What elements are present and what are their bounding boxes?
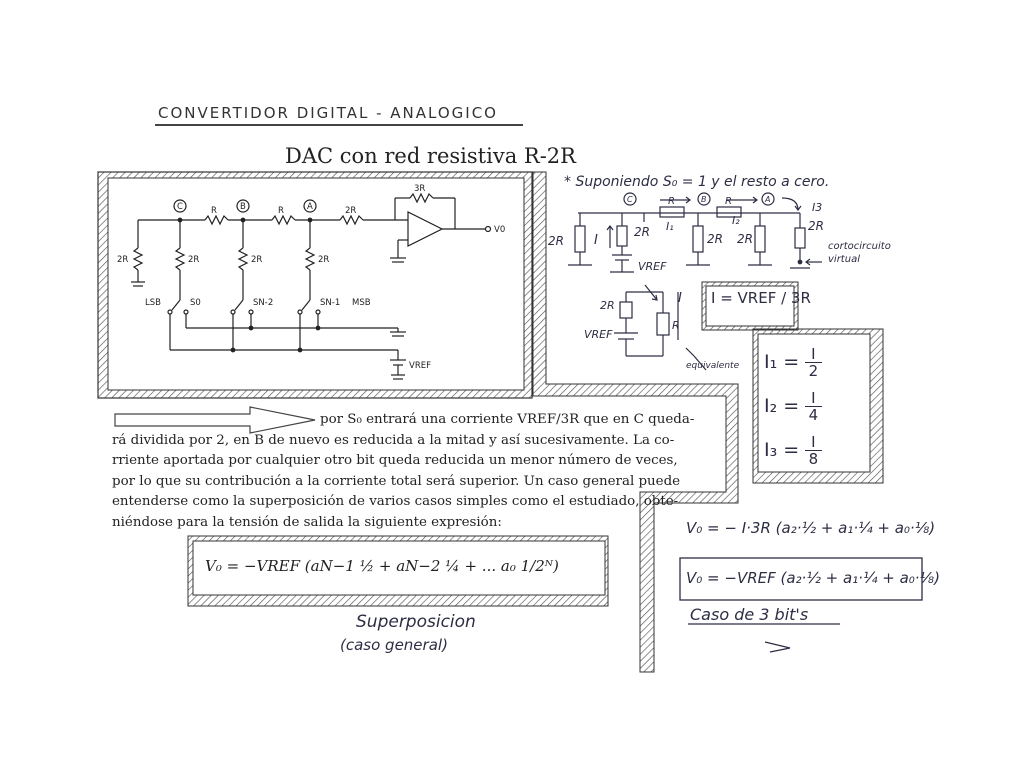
rc-node-a: A: [764, 195, 770, 204]
general-caption-2: (caso general): [340, 636, 448, 654]
rc-2r-left: 2R: [548, 234, 564, 248]
three-bit-formula-1: V₀ = − I·3R (a₂·½ + a₁·¼ + a₀·⅛): [686, 519, 936, 537]
rc-i3: I3: [812, 201, 822, 214]
current-den: 8: [808, 449, 819, 468]
eq-label: equivalente: [686, 361, 740, 371]
current-row: I₂ = I 4: [764, 384, 868, 428]
right-circuit: [568, 192, 822, 273]
lsb-label: LSB: [145, 298, 161, 308]
node-b-label: B: [240, 202, 246, 212]
left-circuit: [131, 192, 492, 380]
paragraph-line: rá dividida por 2, en B de nuevo es redu…: [112, 432, 675, 448]
rc-vref: VREF: [638, 260, 667, 273]
three-bit-formula-2: V₀ = −VREF (a₂·½ + a₁·¼ + a₀·⅛): [686, 569, 940, 587]
switch-s0-label: S0: [190, 298, 201, 308]
node-c-label: C: [177, 202, 183, 212]
general-formula-box: [187, 535, 609, 607]
rc-cc-label2: virtual: [828, 254, 860, 265]
assumption-note: * Suponiendo S₀ = 1 y el resto a cero.: [564, 174, 829, 190]
resistor-r1-label: R: [211, 206, 217, 216]
rc-cc-label: cortocircuito: [828, 241, 891, 252]
currents-list: I₁ = I 2 I₂ = I 4 I₃ = I 8: [764, 340, 868, 472]
right-circuit-labels: * Suponiendo S₀ = 1 y el resto a cero. C…: [548, 174, 891, 273]
switch-sn1-label: SN-1: [320, 298, 340, 308]
current-num: I: [805, 434, 822, 451]
resistor-2r-b-label: 2R: [251, 255, 262, 265]
paragraph-line: por lo que su contribución a la corrient…: [112, 473, 681, 489]
paragraph-line: rriente aportada por cualquier otro bit …: [112, 453, 678, 469]
heading-underline: [155, 124, 523, 126]
rc-i1: I₁: [666, 220, 674, 233]
rc-2r-a: 2R: [808, 219, 824, 233]
hatched-divider: [532, 171, 739, 673]
current-lhs: I₁: [764, 351, 778, 373]
paragraph-line: por S₀ entrará una corriente VREF/3R que…: [320, 412, 695, 427]
v0-label: V0: [494, 225, 505, 235]
rc-2r-b: 2R: [707, 232, 723, 246]
current-formula: I = VREF / 3R: [711, 289, 811, 307]
current-num: I: [805, 346, 822, 363]
eq-r: R: [672, 319, 680, 332]
rc-r2: R: [725, 196, 732, 207]
resistor-2r-a-label: 2R: [318, 255, 329, 265]
msb-label: MSB: [352, 298, 371, 308]
left-circuit-labels: C B A R R 2R 3R 2R 2R 2R 2R LSB S0 SN-2 …: [117, 184, 505, 371]
resistor-2r-series-label: 2R: [345, 206, 356, 216]
general-caption-1: Superposicion: [356, 612, 476, 632]
current-num: I: [805, 390, 822, 407]
current-den: 2: [808, 361, 819, 380]
current-formula-box: [701, 281, 799, 331]
current-row: I₁ = I 2: [764, 340, 868, 384]
rc-node-c: C: [627, 195, 633, 204]
three-bit-formula-box: [679, 557, 923, 653]
paragraph-line: entenderse como la superposición de vari…: [112, 494, 679, 510]
rc-r1: R: [668, 196, 675, 207]
equivalent-labels: 2R R VREF I equivalente: [584, 291, 740, 371]
equivalent-circuit: [614, 284, 707, 371]
rc-2r-b2: 2R: [737, 232, 753, 246]
rc-node-b: B: [701, 195, 707, 204]
explanation-paragraph: por S₀ entrará una corriente VREF/3R que…: [112, 410, 724, 534]
vref-label: VREF: [409, 361, 431, 371]
current-row: I₃ = I 8: [764, 428, 868, 472]
rc-i2: I₂: [732, 214, 740, 227]
currents-box: [752, 328, 884, 484]
three-bit-caption: Caso de 3 bit's: [690, 605, 809, 624]
rc-i: I: [594, 233, 598, 248]
current-den: 4: [808, 405, 819, 424]
left-circuit-frame: [97, 171, 533, 399]
eq-i: I: [678, 291, 682, 306]
eq-2r: 2R: [600, 299, 615, 312]
resistor-2r-c-label: 2R: [188, 255, 199, 265]
switch-sn2-label: SN-2: [253, 298, 273, 308]
resistor-3r-label: 3R: [414, 184, 425, 194]
printed-title: DAC con red resistiva R-2R: [285, 144, 576, 168]
eq-vref: VREF: [584, 328, 613, 341]
resistor-2r-left-label: 2R: [117, 255, 128, 265]
node-a-label: A: [307, 202, 313, 212]
big-arrow-icon: [114, 406, 316, 434]
handwritten-heading: CONVERTIDOR DIGITAL - ANALOGICO: [158, 104, 498, 122]
paragraph-line: niéndose para la tensión de salida la si…: [112, 514, 502, 530]
current-lhs: I₃: [764, 439, 778, 461]
current-lhs: I₂: [764, 395, 778, 417]
general-formula: V₀ = −VREF (aN−1 ½ + aN−2 ¼ + ... a₀ 1/2…: [205, 557, 559, 575]
resistor-r2-label: R: [278, 206, 284, 216]
rc-2r-c: 2R: [634, 225, 650, 239]
